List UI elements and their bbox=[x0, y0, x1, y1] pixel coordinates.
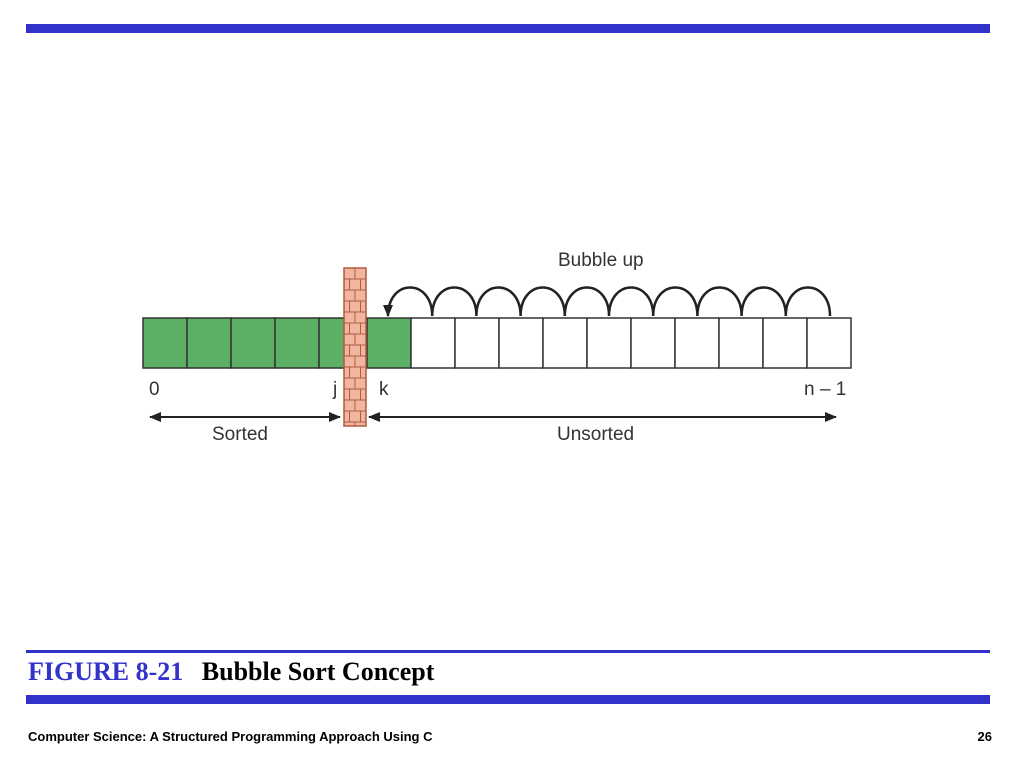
array-cells bbox=[142, 317, 852, 369]
sorted-cell bbox=[186, 317, 232, 369]
sorted-cell bbox=[230, 317, 276, 369]
unsorted-cell bbox=[674, 317, 720, 369]
unsorted-cell bbox=[454, 317, 500, 369]
unsorted-cell bbox=[586, 317, 632, 369]
unsorted-cell bbox=[806, 317, 852, 369]
caption-rule-top bbox=[26, 650, 990, 653]
caption-title: Bubble Sort Concept bbox=[201, 657, 435, 686]
wall bbox=[343, 267, 367, 427]
sorted-cell bbox=[274, 317, 320, 369]
unsorted-cell bbox=[630, 317, 676, 369]
bubble-up-hop-path bbox=[383, 286, 832, 317]
bubble-sort-diagram: Bubble up 0 j k n – 1 Sorted Unsorted bbox=[142, 250, 852, 445]
footer-text: Computer Science: A Structured Programmi… bbox=[28, 729, 433, 744]
index-j-label: j bbox=[332, 379, 337, 400]
bubble-up-label: Bubble up bbox=[558, 250, 644, 271]
caption-rule-bottom bbox=[26, 695, 990, 704]
top-rule bbox=[26, 24, 990, 33]
figure-caption: FIGURE 8-21 Bubble Sort Concept bbox=[28, 656, 434, 688]
unsorted-cell bbox=[762, 317, 808, 369]
sorted-cell bbox=[142, 317, 188, 369]
bubble-up-arcs bbox=[383, 286, 832, 317]
index-end-label: n – 1 bbox=[804, 379, 846, 400]
index-0-label: 0 bbox=[149, 379, 160, 400]
unsorted-cell bbox=[498, 317, 544, 369]
caption-number: FIGURE 8-21 bbox=[28, 657, 184, 686]
unsorted-cell bbox=[718, 317, 764, 369]
unsorted-cell bbox=[410, 317, 456, 369]
unsorted-label: Unsorted bbox=[557, 424, 634, 445]
page-number: 26 bbox=[977, 729, 992, 744]
unsorted-cell bbox=[542, 317, 588, 369]
sorted-label: Sorted bbox=[212, 424, 268, 445]
index-k-label: k bbox=[379, 379, 389, 400]
k-cell bbox=[366, 317, 412, 369]
